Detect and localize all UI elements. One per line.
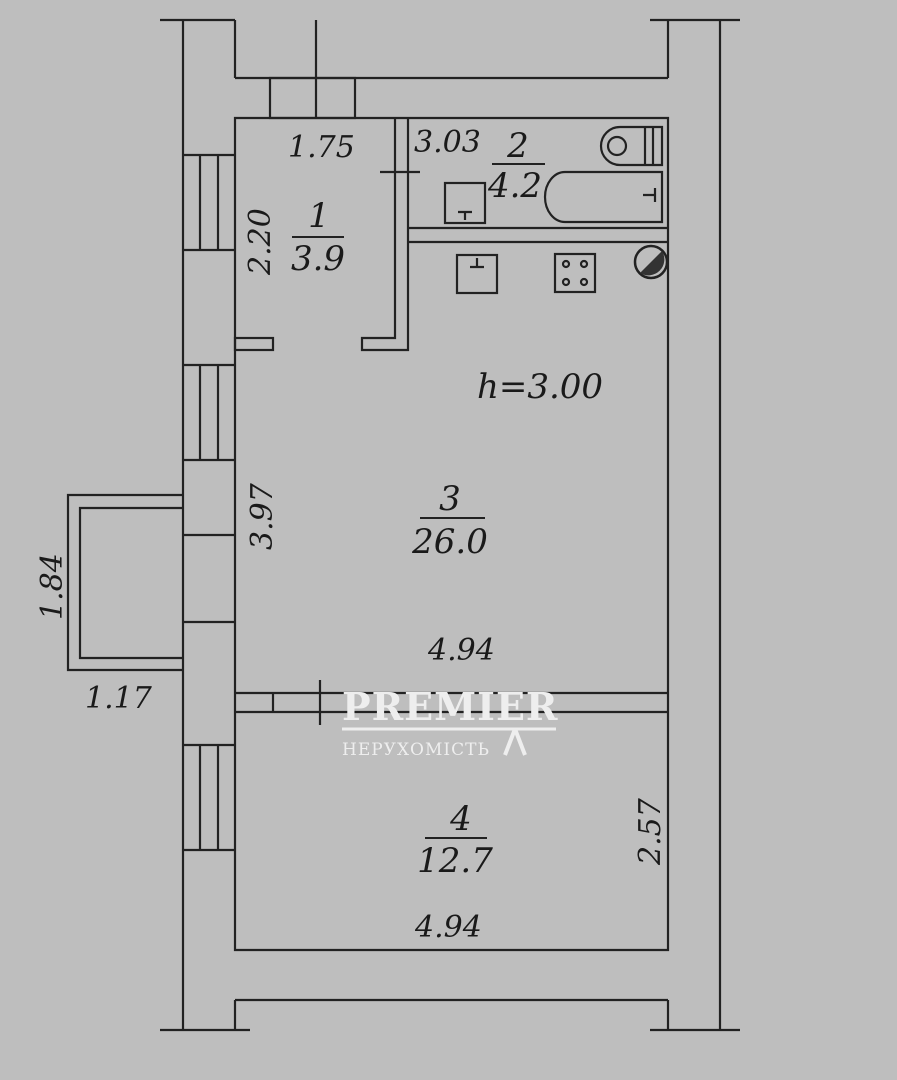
kitchen-sink-icon	[455, 253, 499, 295]
walls	[66, 18, 740, 1032]
room2-area: 4.2	[487, 166, 542, 206]
dim-balcony-depth: 1.17	[85, 681, 153, 716]
room4-number: 4	[449, 799, 472, 839]
room1-area: 3.9	[291, 239, 345, 279]
premier-watermark: PREMIER НЕРУХОМІСТЬ	[342, 684, 559, 760]
dim-balcony-length: 1.84	[35, 553, 70, 620]
dim-room4-width: 4.94	[414, 910, 482, 945]
room1-number: 1	[308, 196, 330, 236]
dim-room3-length: 3.97	[245, 482, 280, 550]
dim-room4-length: 2.57	[633, 797, 668, 866]
dim-room1-length: 2.20	[243, 208, 278, 276]
stove-icon	[553, 252, 597, 294]
room3-number: 3	[439, 479, 461, 519]
watermark-subtitle: НЕРУХОМІСТЬ	[342, 740, 490, 760]
room3-area: 26.0	[411, 522, 488, 562]
dim-room1-width: 1.75	[288, 130, 355, 165]
bathtub-icon	[543, 170, 664, 224]
ceiling-height: h=3.00	[477, 367, 603, 407]
sink-icon	[443, 181, 487, 225]
watermark-brand: PREMIER	[342, 684, 559, 729]
room2-number: 2	[506, 126, 529, 166]
dim-room2-length: 3.03	[414, 125, 481, 160]
room4-area: 12.7	[417, 841, 493, 881]
dim-room3-width: 4.94	[427, 633, 495, 668]
toilet-icon	[599, 125, 664, 167]
